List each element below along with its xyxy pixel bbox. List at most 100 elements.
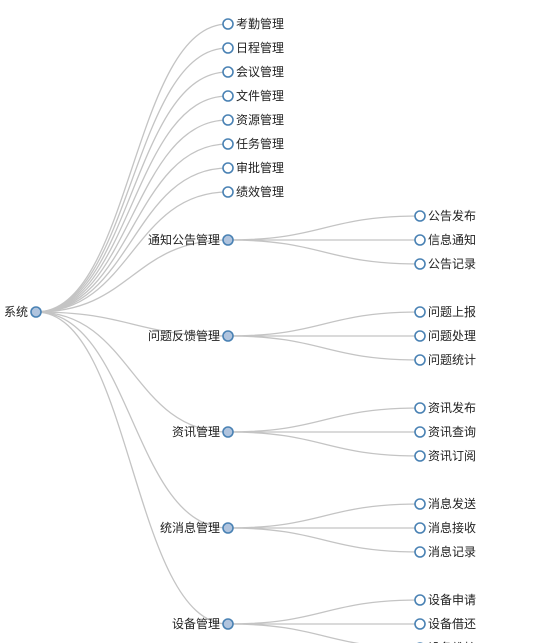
- tree-node[interactable]: 资讯订阅: [414, 449, 476, 463]
- node-circle[interactable]: [414, 306, 426, 318]
- tree-node[interactable]: 日程管理: [222, 40, 284, 55]
- link-root-child: [35, 143, 229, 313]
- tree-node[interactable]: 资讯发布: [414, 400, 476, 415]
- node-label: 设备维护: [428, 641, 476, 643]
- tree-node[interactable]: 设备申请: [414, 593, 476, 607]
- node-circle[interactable]: [414, 234, 426, 246]
- node-circle[interactable]: [414, 546, 426, 558]
- node-circle[interactable]: [222, 42, 234, 54]
- node-expand-toggle[interactable]: [222, 618, 234, 630]
- node-label: 资源管理: [236, 112, 284, 127]
- link-root-child: [35, 191, 229, 313]
- link-root-child: [35, 167, 229, 313]
- node-label: 日程管理: [236, 40, 284, 55]
- link-branch-child: [227, 239, 421, 265]
- tree-node[interactable]: 设备管理: [172, 616, 234, 631]
- tree-node[interactable]: 信息通知: [414, 232, 476, 247]
- tree-node[interactable]: 任务管理: [222, 136, 284, 151]
- link-root-child: [35, 311, 229, 529]
- tree-node[interactable]: 绩效管理: [222, 184, 284, 199]
- tree-node[interactable]: 通知公告管理: [148, 232, 234, 247]
- node-circle[interactable]: [222, 66, 234, 78]
- link-root-child: [35, 119, 229, 313]
- link-branch-child: [227, 311, 421, 337]
- tree-node[interactable]: 公告发布: [414, 208, 476, 223]
- node-circle[interactable]: [414, 330, 426, 342]
- node-circle[interactable]: [222, 186, 234, 198]
- node-circle[interactable]: [414, 618, 426, 630]
- node-circle[interactable]: [414, 594, 426, 606]
- tree-node[interactable]: 资源管理: [222, 112, 284, 127]
- tree-node[interactable]: 公告记录: [414, 257, 476, 271]
- node-label: 会议管理: [236, 64, 284, 79]
- node-circle[interactable]: [414, 354, 426, 366]
- node-label: 设备管理: [172, 616, 220, 631]
- tree-node[interactable]: 统消息管理: [160, 520, 234, 535]
- node-label: 通知公告管理: [148, 232, 220, 247]
- link-root-child: [35, 311, 229, 433]
- node-label: 消息记录: [428, 544, 476, 559]
- links-layer: [35, 23, 421, 643]
- node-label: 问题反馈管理: [148, 328, 220, 343]
- node-circle[interactable]: [222, 162, 234, 174]
- node-label: 设备申请: [428, 593, 476, 607]
- node-circle[interactable]: [414, 522, 426, 534]
- link-branch-child: [227, 335, 421, 361]
- tree-node[interactable]: 文件管理: [222, 88, 284, 103]
- link-branch-child: [227, 623, 360, 643]
- link-root-child: [35, 311, 229, 337]
- node-label: 公告发布: [428, 208, 476, 223]
- node-label: 统消息管理: [160, 520, 220, 535]
- node-circle[interactable]: [222, 114, 234, 126]
- node-label: 绩效管理: [236, 184, 284, 199]
- node-expand-toggle[interactable]: [222, 522, 234, 534]
- tree-node[interactable]: 问题反馈管理: [148, 328, 234, 343]
- tree-node[interactable]: 问题处理: [414, 329, 476, 343]
- node-circle[interactable]: [222, 138, 234, 150]
- node-circle[interactable]: [414, 258, 426, 270]
- link-branch-child: [227, 527, 421, 553]
- tree-node[interactable]: 设备维护: [415, 641, 476, 643]
- link-branch-child: [227, 431, 421, 457]
- tree-node[interactable]: 考勤管理: [222, 16, 284, 31]
- node-expand-toggle[interactable]: [222, 330, 234, 342]
- tree-node[interactable]: 会议管理: [222, 64, 284, 79]
- node-label: 资讯发布: [428, 400, 476, 415]
- tree-node[interactable]: 问题统计: [414, 353, 476, 367]
- tree-node[interactable]: 设备借还: [414, 617, 476, 631]
- link-branch-child: [227, 215, 421, 241]
- link-root-child: [35, 71, 229, 313]
- tree-node[interactable]: 消息接收: [414, 520, 476, 535]
- link-root-child: [35, 23, 229, 313]
- tree-node[interactable]: 审批管理: [222, 160, 284, 175]
- node-label: 资讯管理: [172, 424, 220, 439]
- node-expand-toggle[interactable]: [222, 234, 234, 246]
- tree-node[interactable]: 资讯查询: [414, 425, 476, 439]
- node-label: 资讯订阅: [428, 449, 476, 463]
- node-circle[interactable]: [414, 498, 426, 510]
- node-circle[interactable]: [414, 426, 426, 438]
- node-label: 问题统计: [428, 353, 476, 367]
- link-root-child: [35, 239, 229, 313]
- node-expand-toggle[interactable]: [222, 426, 234, 438]
- tree-node[interactable]: 资讯管理: [172, 424, 234, 439]
- tree-node[interactable]: 系统: [4, 305, 42, 319]
- tree-node[interactable]: 消息发送: [414, 496, 476, 511]
- link-root-child: [35, 47, 229, 313]
- tree-node[interactable]: 问题上报: [414, 304, 476, 319]
- nodes-layer: 系统 考勤管理日程管理会议管理文件管理资源管理任务管理审批管理绩效管理通知公告管理…: [4, 16, 476, 643]
- tree-node[interactable]: 消息记录: [414, 544, 476, 559]
- node-label: 消息接收: [428, 520, 476, 535]
- link-branch-child: [227, 503, 421, 529]
- node-label: 信息通知: [428, 232, 476, 247]
- node-circle[interactable]: [414, 450, 426, 462]
- node-circle[interactable]: [414, 402, 426, 414]
- node-circle[interactable]: [414, 210, 426, 222]
- node-label: 考勤管理: [236, 16, 284, 31]
- node-label: 系统: [4, 305, 28, 319]
- node-circle[interactable]: [222, 90, 234, 102]
- node-label: 问题上报: [428, 304, 476, 319]
- node-label: 审批管理: [236, 160, 284, 175]
- node-expand-toggle[interactable]: [30, 306, 42, 318]
- node-circle[interactable]: [222, 18, 234, 30]
